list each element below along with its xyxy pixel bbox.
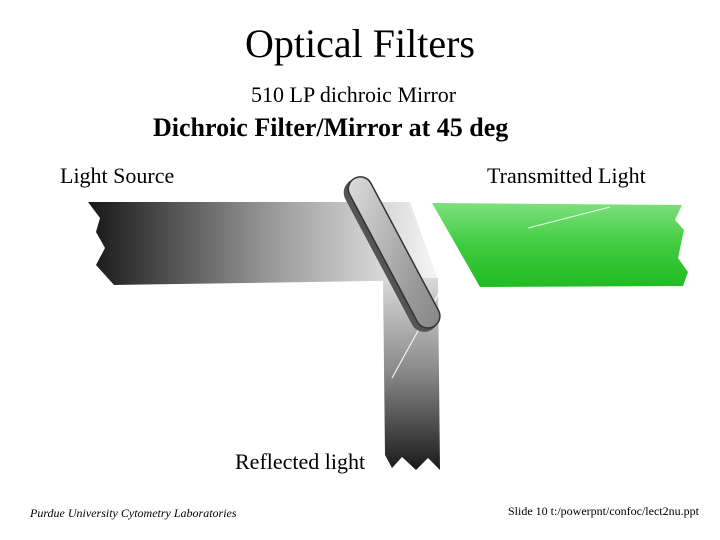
footer-slide-info: Slide 10 t:/powerpnt/confoc/lect2nu.ppt [508,504,699,518]
footer-institution: Purdue University Cytometry Laboratories [30,506,237,520]
slide-subtitle: 510 LP dichroic Mirror [251,82,457,107]
slide-title: Optical Filters [245,21,475,66]
dichroic-mirror [343,176,441,332]
transmitted-ray-line [527,206,611,229]
reflected-light-label: Reflected light [235,449,366,474]
incoming-light-beam [88,202,438,285]
transmitted-light-beam [432,203,688,287]
light-source-label: Light Source [60,163,175,188]
transmitted-light-label: Transmitted Light [487,163,646,188]
diagram-heading: Dichroic Filter/Mirror at 45 deg [153,113,509,142]
